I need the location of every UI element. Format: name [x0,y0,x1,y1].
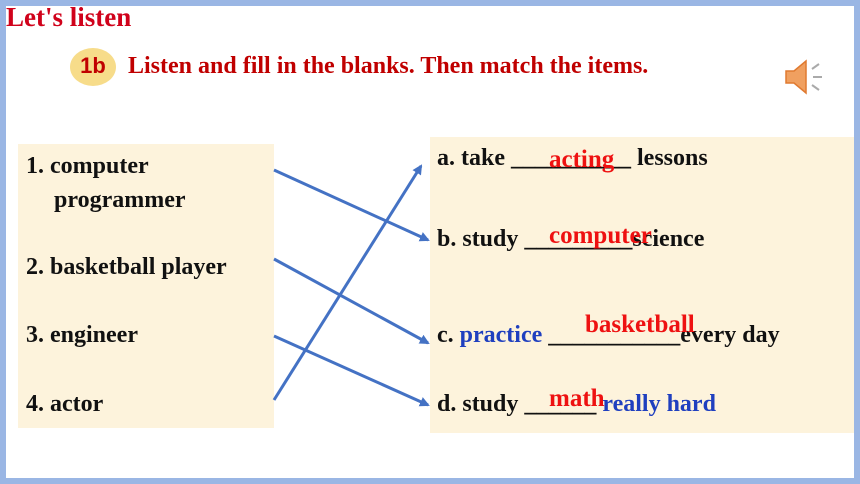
left-item-2-text: basketball player [50,254,227,280]
right-item-d: d. study ______ really hard [437,391,716,418]
occupations-box [18,144,274,428]
right-item-a-prefix: a. take [437,145,505,171]
right-item-c-prefix: c. [437,322,454,348]
left-item-2-number: 2. [26,254,44,280]
answer-c: basketball [585,311,695,338]
match-line-3-d [273,334,430,407]
match-line-2-c [273,257,430,345]
right-item-b-prefix: b. study [437,226,519,252]
exercise-badge: 1b [70,48,116,86]
left-item-4-text: actor [50,391,104,417]
right-item-a-suffix: lessons [637,145,708,171]
right-item-a: a. take __________ lessons [437,145,708,172]
left-item-1-number: 1. [26,153,44,179]
left-item-3-number: 3. [26,322,44,348]
match-line-4-a [272,164,423,401]
left-item-3-text: engineer [50,322,138,348]
right-item-c-highlight: practice [459,322,543,348]
left-item-1: 1. computer programmer [26,149,186,217]
left-item-1-line2: programmer [54,187,186,213]
blank-c[interactable]: ___________ [548,322,681,348]
page-title: Let's listen [6,2,132,32]
left-item-4-number: 4. [26,391,44,417]
blank-a[interactable]: __________ [511,145,631,171]
right-item-b-suffix: science [632,226,705,252]
right-item-d-prefix: d. study [437,391,519,417]
right-item-b: b. study _________science [437,226,704,253]
exercise-badge-label: 1b [80,53,106,78]
right-item-c: c. practice ___________every day [437,322,780,349]
instruction-text: Listen and fill in the blanks. Then matc… [128,53,649,79]
activities-box [430,137,854,433]
match-line-1-b [273,168,430,242]
speaker-icon[interactable] [782,56,828,103]
answer-a: acting [549,146,615,173]
answer-d: math [549,385,605,412]
right-item-c-suffix: every day [680,322,780,348]
blank-d[interactable]: ______ [524,391,597,417]
left-item-1-line1: computer [50,153,149,179]
left-item-4: 4. actor [26,391,103,418]
left-item-2: 2. basketball player [26,254,227,281]
right-item-d-highlight: really hard [602,391,716,417]
blank-b[interactable]: _________ [524,226,633,252]
answer-b: computer [549,222,652,249]
left-item-3: 3. engineer [26,322,138,349]
